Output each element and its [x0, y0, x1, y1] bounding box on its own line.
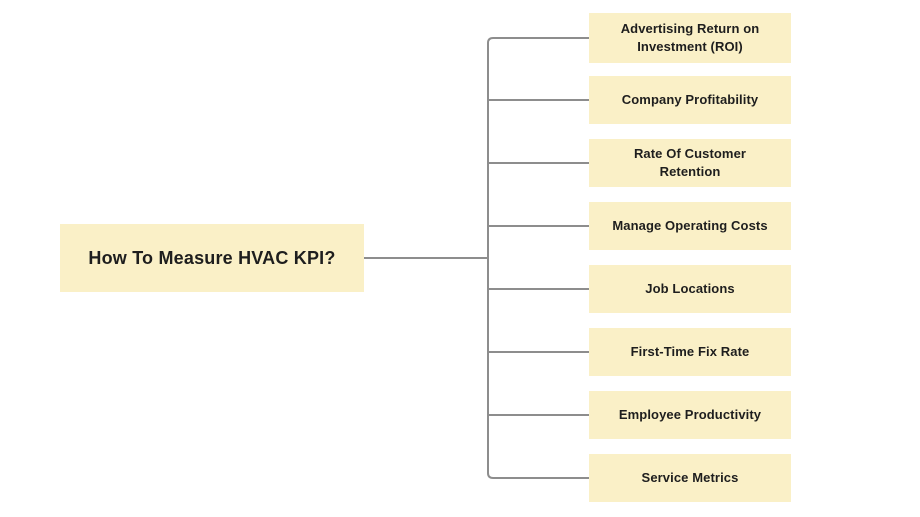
branch-node-job-locations[interactable]: Job Locations [589, 265, 791, 313]
branch-node-first-time-fix-rate[interactable]: First-Time Fix Rate [589, 328, 791, 376]
root-node[interactable]: How To Measure HVAC KPI? [60, 224, 364, 292]
branch-node-advertising-roi[interactable]: Advertising Return on Investment (ROI) [589, 13, 791, 63]
branch-node-customer-retention[interactable]: Rate Of Customer Retention [589, 139, 791, 187]
branch-node-service-metrics[interactable]: Service Metrics [589, 454, 791, 502]
branch-node-employee-productivity[interactable]: Employee Productivity [589, 391, 791, 439]
branch-node-operating-costs[interactable]: Manage Operating Costs [589, 202, 791, 250]
connector-trunk [487, 37, 589, 479]
branch-node-company-profitability[interactable]: Company Profitability [589, 76, 791, 124]
